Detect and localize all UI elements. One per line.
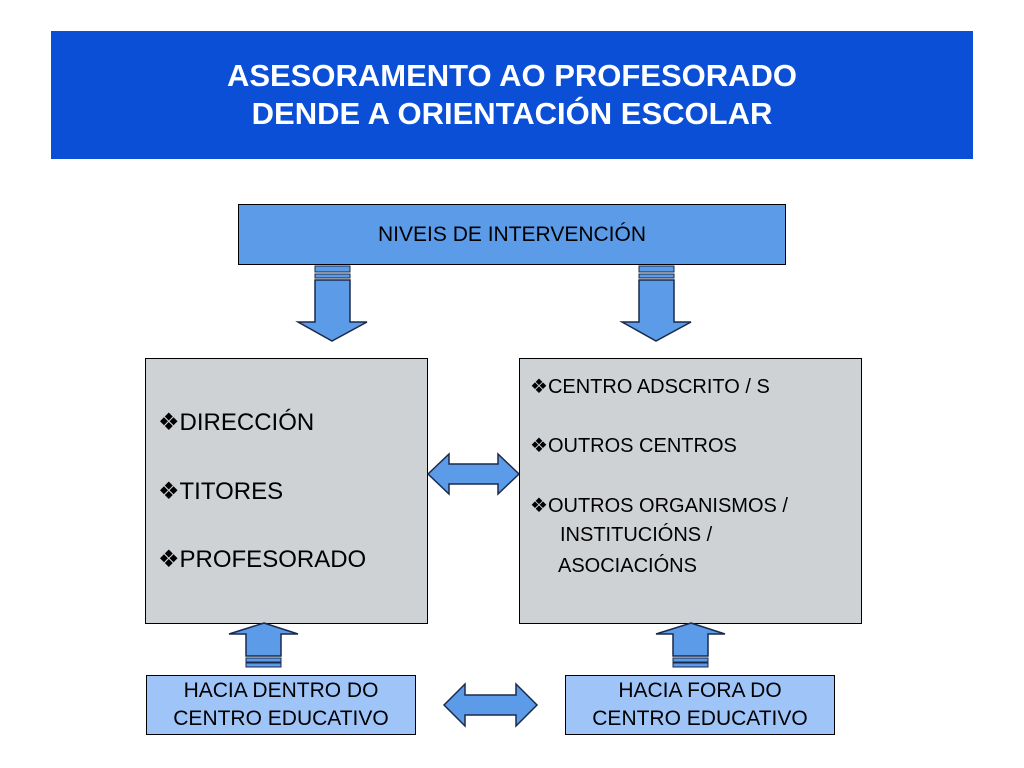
levels-box: NIVEIS DE INTERVENCIÓN [238, 204, 786, 265]
up-arrow-left [228, 622, 299, 668]
double-arrow-middle [426, 452, 521, 496]
list-item: ❖OUTROS CENTROS [530, 433, 737, 458]
list-item: ❖PROFESORADO [158, 545, 366, 574]
bullet-diamond-icon: ❖ [530, 495, 548, 517]
item-direccion: DIRECCIÓN [179, 409, 315, 436]
list-item: ❖CENTRO ADSCRITO / S [530, 374, 770, 399]
double-arrow-bottom [442, 682, 539, 728]
list-item: ❖TITORES [158, 477, 283, 506]
item-continuation-1: INSTITUCIÓNS / [560, 524, 713, 546]
inside-centre-line-1: HACIA DENTRO DO [183, 679, 379, 702]
bullet-diamond-icon: ❖ [158, 546, 180, 573]
bullet-diamond-icon: ❖ [158, 478, 180, 505]
down-arrow-left [295, 265, 368, 342]
down-arrow-right [619, 265, 692, 342]
bullet-diamond-icon: ❖ [530, 435, 548, 457]
item-outros-organismos: OUTROS ORGANISMOS / [547, 495, 788, 517]
bullet-diamond-icon: ❖ [158, 409, 180, 436]
item-continuation-2: ASOCIACIÓNS [558, 555, 697, 577]
bullet-diamond-icon: ❖ [530, 376, 548, 398]
external-targets-box: ❖CENTRO ADSCRITO / S ❖OUTROS CENTROS ❖OU… [519, 358, 862, 624]
outside-centre-line-2: CENTRO EDUCATIVO [592, 707, 808, 730]
outside-centre-box: HACIA FORA DO CENTRO EDUCATIVO [565, 675, 835, 735]
list-item: ❖DIRECCIÓN [158, 408, 314, 437]
internal-targets-box: ❖DIRECCIÓN ❖TITORES ❖PROFESORADO [145, 358, 428, 624]
item-titores: TITORES [179, 478, 284, 505]
title-banner: ASESORAMENTO AO PROFESORADO DENDE A ORIE… [51, 31, 973, 159]
outside-centre-line-1: HACIA FORA DO [618, 679, 782, 702]
inside-centre-line-2: CENTRO EDUCATIVO [173, 707, 389, 730]
title-line-2: DENDE A ORIENTACIÓN ESCOLAR [251, 96, 773, 131]
item-profesorado: PROFESORADO [179, 546, 367, 573]
title-line-1: ASESORAMENTO AO PROFESORADO [226, 58, 798, 93]
inside-centre-box: HACIA DENTRO DO CENTRO EDUCATIVO [146, 675, 416, 735]
up-arrow-right [655, 622, 726, 668]
item-outros-centros: OUTROS CENTROS [547, 435, 737, 457]
item-centro-adscrito: CENTRO ADSCRITO / S [547, 376, 770, 398]
list-item: ❖OUTROS ORGANISMOS / [530, 493, 788, 518]
levels-label: NIVEIS DE INTERVENCIÓN [378, 222, 646, 246]
